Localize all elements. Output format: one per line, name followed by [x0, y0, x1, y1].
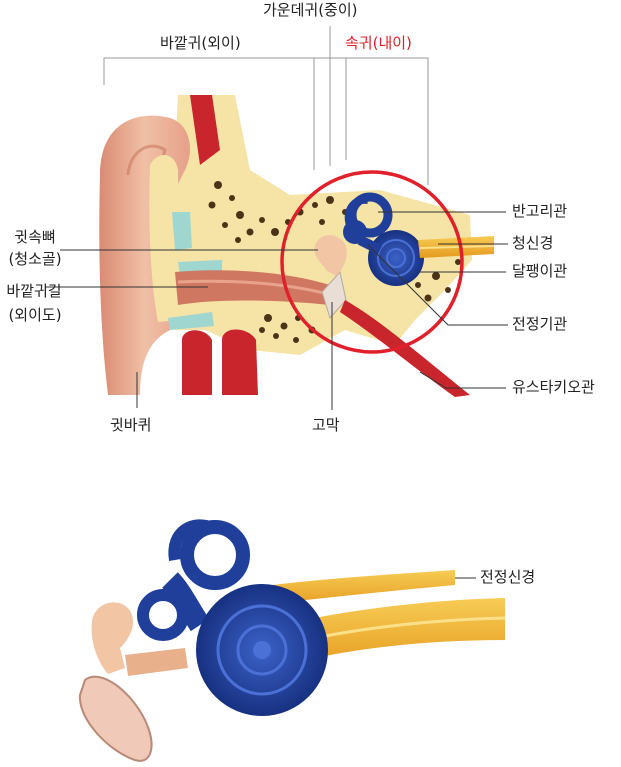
- inner-ear-top: [343, 192, 424, 286]
- eardrum-detail: [78, 675, 153, 762]
- inner-ear-detail: [78, 519, 506, 762]
- label-vestibular-nerve: 전정신경: [480, 568, 536, 586]
- ossicles-shape: [314, 235, 347, 276]
- label-ossicles-1: 귓속뼈: [14, 228, 56, 246]
- label-canal-2: (외이도): [8, 306, 62, 324]
- eustachian-tube: [340, 300, 470, 397]
- label-auditory-nerve: 청신경: [512, 234, 554, 252]
- upper-tissue: [190, 95, 220, 165]
- header-brackets: [103, 26, 429, 185]
- label-auricle: 귓바퀴: [110, 416, 152, 434]
- label-inner-ear: 속귀(내이): [345, 34, 412, 52]
- label-outer-ear: 바깥귀(외이): [160, 34, 241, 52]
- leader-lines: [45, 211, 508, 579]
- label-cochlea: 달팽이관: [512, 262, 568, 280]
- inner-ear-highlight-circle: [280, 170, 464, 354]
- label-semicircular: 반고리관: [512, 202, 568, 220]
- stapes-shape: [91, 602, 134, 674]
- label-ossicles-2: (청소골): [8, 250, 62, 268]
- label-middle-ear: 가운데귀(중이): [263, 1, 358, 19]
- label-eustachian: 유스타키오관: [512, 378, 595, 396]
- eardrum-shape: [321, 270, 347, 319]
- ear-cross-section: [99, 95, 495, 397]
- label-vestibule: 전정기관: [512, 315, 568, 333]
- label-canal-1: 바깥귀길: [6, 282, 62, 300]
- lower-tissue: [182, 330, 212, 395]
- label-eardrum: 고막: [312, 416, 340, 434]
- ear-canal: [175, 270, 330, 305]
